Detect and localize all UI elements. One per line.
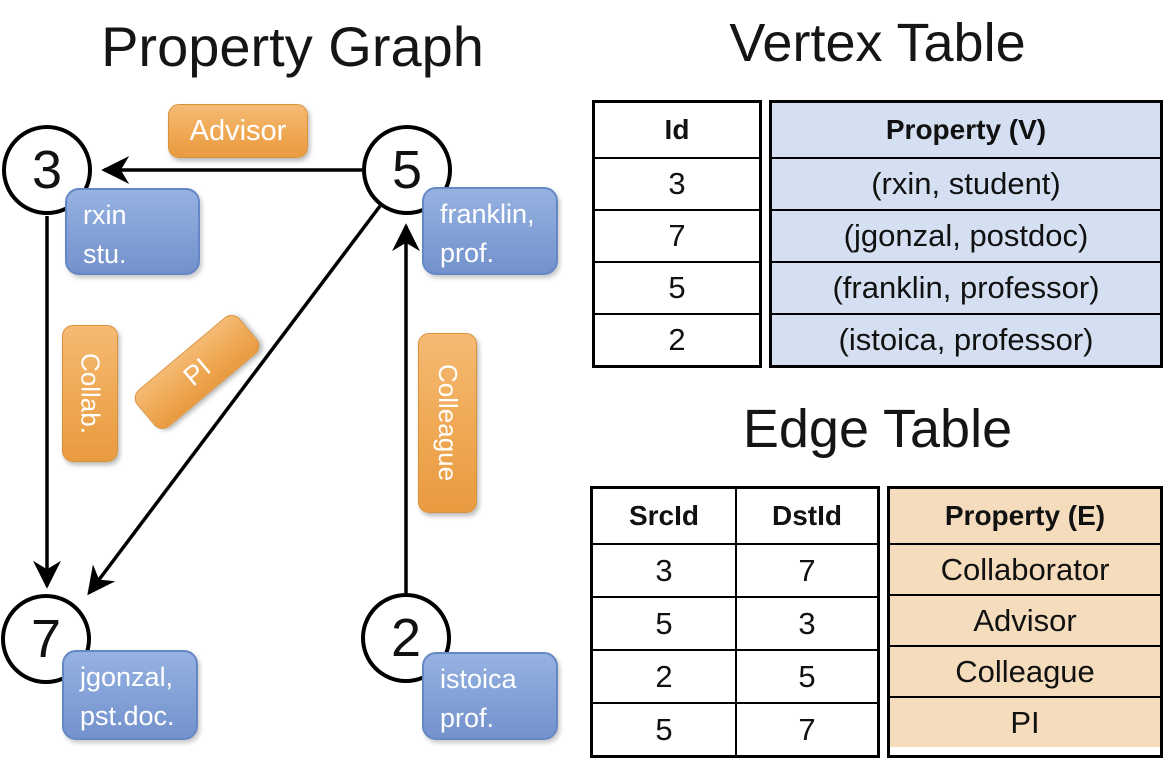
edge-table-src-dst-columns: SrcId DstId 3 7 5 3 2 5 5 7 [590, 486, 880, 758]
edge-table-row: 5 3 [593, 596, 877, 649]
edge-table-header-property: Property (E) [890, 489, 1160, 543]
edge-table-row: 2 5 [593, 649, 877, 702]
edge-table-cell-property: Colleague [890, 645, 1160, 696]
edge-table-property-column: Property (E) Collaborator Advisor Collea… [887, 486, 1163, 758]
vertex-table-cell-property: (franklin, professor) [772, 261, 1160, 313]
vertex-property-line: pst.doc. [80, 701, 175, 732]
vertex-table-id-column: Id 3 7 5 2 [592, 100, 762, 368]
vertex-table-cell-id: 2 [595, 313, 759, 365]
edge-label-advisor: Advisor [168, 104, 308, 158]
vertex-table-cell-id: 7 [595, 209, 759, 261]
vertex-node-5-id: 5 [391, 140, 423, 200]
edge-table-header-row: SrcId DstId [593, 489, 877, 543]
vertex-table-header-id: Id [664, 114, 690, 145]
edge-table-cell-srcid: 5 [655, 605, 673, 641]
vertex-property-box-5: franklin, prof. [422, 187, 558, 275]
edge-label-colleague: Colleague [418, 333, 477, 513]
edge-table-cell-dstid: 7 [735, 704, 877, 755]
edge-table-title: Edge Table [742, 399, 1013, 459]
vertex-node-5: 5 [362, 125, 452, 215]
vertex-table-cell-property: (jgonzal, postdoc) [772, 209, 1160, 261]
vertex-table-cell-id: 3 [595, 157, 759, 209]
edge-table-cell-dstid: 5 [735, 651, 877, 702]
edge-table-row: 5 7 [593, 702, 877, 755]
vertex-table-property-column: Property (V) (rxin, student) (jgonzal, p… [769, 100, 1163, 368]
vertex-table-cell-id: 5 [595, 261, 759, 313]
vertex-property-line: rxin [83, 200, 127, 230]
vertex-node-2: 2 [361, 593, 451, 683]
vertex-table-header-property: Property (V) [772, 103, 1160, 157]
graph-edges-layer [33, 156, 420, 596]
vertex-table-cell-property: (istoica, professor) [772, 313, 1160, 365]
vertex-table-column-gap [762, 100, 769, 368]
vertex-node-7-id: 7 [30, 609, 62, 669]
vertex-property-line: istoica [440, 664, 517, 694]
vertex-table: Id 3 7 5 2 Property (V) (rxin, student) … [592, 100, 1163, 368]
edge-table-cell-srcid: 5 [655, 711, 673, 747]
edge-table-cell-srcid: 2 [655, 658, 673, 694]
edge-label-collab: Collab. [62, 325, 118, 462]
vertex-property-line: prof. [440, 238, 495, 269]
edge-table-cell-property: Advisor [890, 594, 1160, 645]
vertex-node-2-id: 2 [390, 608, 422, 668]
vertex-property-line: prof. [440, 703, 495, 734]
edge-table-cell-dstid: 7 [735, 545, 877, 596]
vertex-table-cell-property: (rxin, student) [772, 157, 1160, 209]
edge-table-row: 3 7 [593, 543, 877, 596]
edge-table-cell-dstid: 3 [735, 598, 877, 649]
edge-table-column-gap [880, 486, 887, 758]
edge-table-cell-property: Collaborator [890, 543, 1160, 594]
vertex-property-line: franklin, [440, 199, 535, 229]
edge-table-header-srcid: SrcId [628, 500, 700, 531]
vertex-node-3-id: 3 [31, 140, 63, 200]
graph-title: Property Graph [101, 15, 484, 78]
vertex-property-line: jgonzal, [80, 662, 174, 692]
vertex-property-line: stu. [83, 239, 127, 270]
edge-table-cell-srcid: 3 [655, 552, 673, 588]
edge-table-header-dstid: DstId [735, 489, 877, 543]
vertex-property-box-7: jgonzal, pst.doc. [62, 650, 198, 740]
vertex-table-title: Vertex Table [729, 13, 1026, 73]
edge-arrow-5-to-7 [87, 204, 382, 596]
edge-table-cell-property: PI [890, 696, 1160, 747]
vertex-property-box-3: rxin stu. [65, 188, 200, 275]
vertex-property-box-2: istoica prof. [422, 652, 558, 740]
edge-table: SrcId DstId 3 7 5 3 2 5 5 7 Property (E) [590, 486, 1163, 758]
